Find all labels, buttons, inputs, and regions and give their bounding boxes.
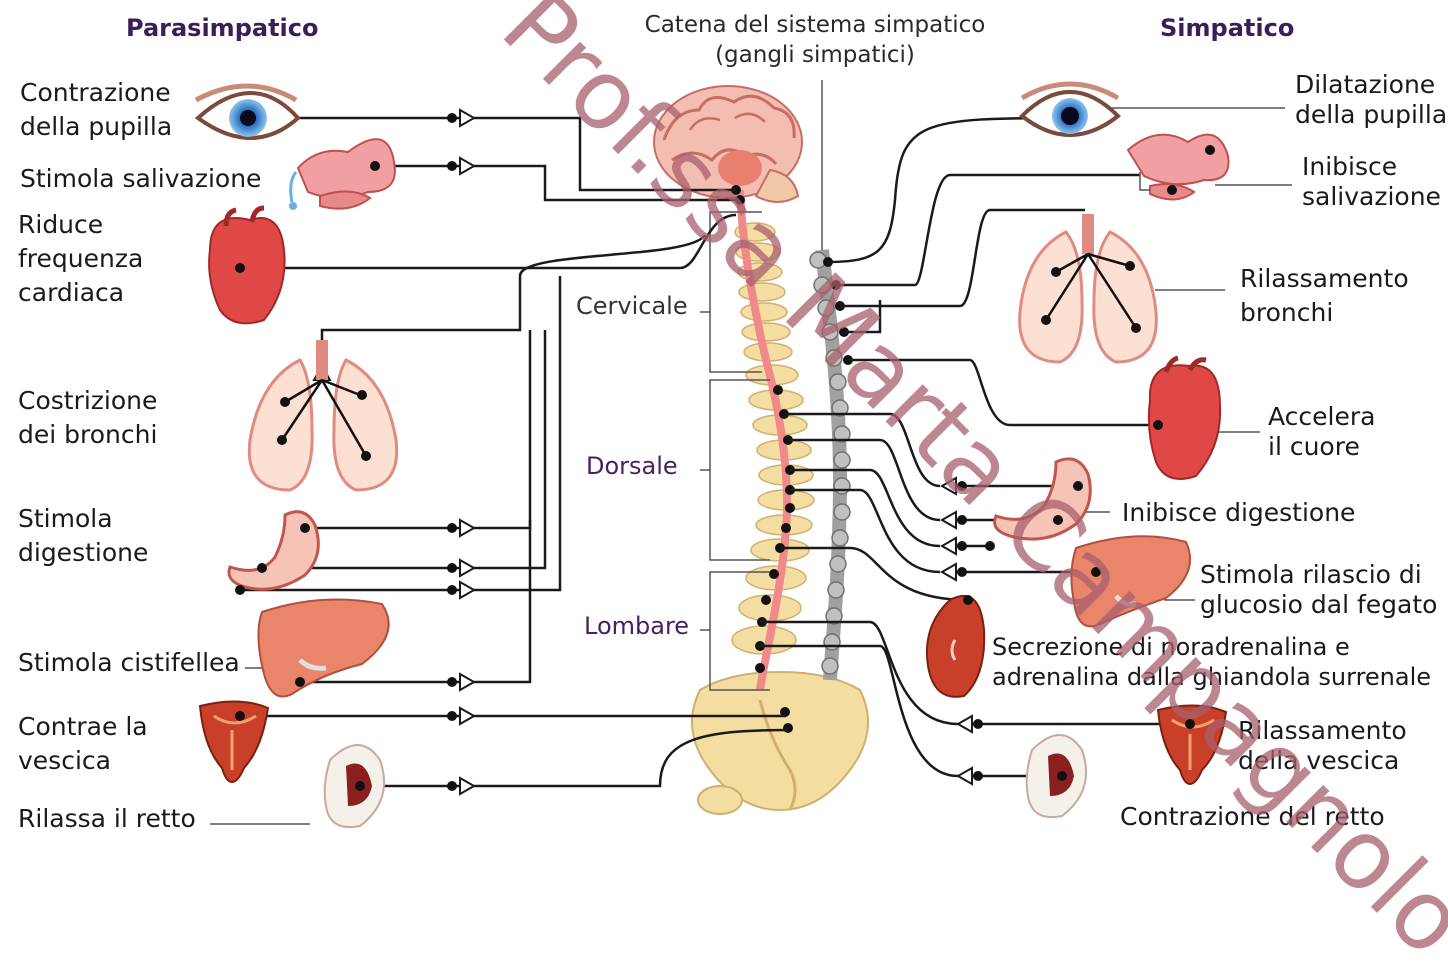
parasympathetic-header: Parasimpatico: [126, 14, 318, 42]
label-pupil-contraction: Contrazione della pupilla: [20, 76, 172, 144]
label-line: frequenza: [18, 242, 143, 276]
label-line: salivazione: [1302, 182, 1441, 212]
label-line: dei bronchi: [18, 418, 157, 452]
salivary-gland-icon-right: [1128, 135, 1229, 200]
label-line: della pupilla: [20, 110, 172, 144]
chain-title-line2: (gangli simpatici): [620, 40, 1010, 70]
label-line: Accelera: [1268, 402, 1375, 432]
eye-icon: [196, 86, 298, 138]
lungs-icon-right: [1020, 214, 1157, 362]
label-bronchi-constriction: Costrizione dei bronchi: [18, 384, 157, 452]
label-stimulate-digestion: Stimola digestione: [18, 502, 148, 570]
stomach-icon-right: [985, 459, 1090, 551]
chain-title-line1: Catena del sistema simpatico: [620, 10, 1010, 40]
label-contract-bladder: Contrae la vescica: [18, 710, 148, 778]
label-line: Costrizione: [18, 384, 157, 418]
bladder-icon-right: [1158, 705, 1226, 784]
label-adrenal-secretion: Secrezione di noradrenalina e adrenalina…: [992, 632, 1431, 692]
ganglion-chain: [810, 80, 853, 680]
region-lumbar: Lombare: [584, 612, 689, 640]
label-line: adrenalina dalla ghiandola surrenale: [992, 662, 1431, 692]
sympathetic-header: Simpatico: [1160, 14, 1294, 42]
label-line: Rilassamento: [1240, 262, 1409, 296]
label-line: cardiaca: [18, 276, 143, 310]
lungs-icon: [249, 340, 396, 490]
heart-icon-right: [1149, 358, 1220, 479]
label-line: Stimola: [18, 502, 148, 536]
bladder-icon: [200, 701, 268, 782]
label-line: glucosio dal fegato: [1200, 590, 1437, 620]
label-inhibit-digestion: Inibisce digestione: [1122, 496, 1355, 530]
adrenal-gland-icon: [927, 595, 984, 697]
label-line: Dilatazione: [1295, 70, 1447, 100]
liver-icon-right: [1071, 536, 1190, 626]
label-line: digestione: [18, 536, 148, 570]
region-cervical: Cervicale: [576, 292, 688, 320]
label-line: Rilassamento: [1238, 716, 1407, 746]
label-rectum-contraction: Contrazione del retto: [1120, 800, 1385, 834]
diagram-drawing: [0, 0, 1448, 833]
label-relax-rectum: Rilassa il retto: [18, 802, 196, 836]
brain-icon: [654, 86, 802, 202]
label-line: vescica: [18, 744, 148, 778]
label-line: Contrae la: [18, 710, 148, 744]
label-line: Secrezione di noradrenalina e: [992, 632, 1431, 662]
autonomic-nervous-system-diagram: Parasimpatico Simpatico Catena del siste…: [0, 0, 1448, 833]
label-line: Stimola rilascio di: [1200, 560, 1437, 590]
label-stimulate-gallbladder: Stimola cistifellea: [18, 646, 240, 680]
label-bladder-relaxation: Rilassamento della vescica: [1238, 716, 1407, 776]
heart-icon: [209, 208, 284, 323]
label-line: Riduce: [18, 208, 143, 242]
label-line: il cuore: [1268, 432, 1375, 462]
salivary-gland-icon: [289, 139, 395, 210]
label-stimulate-salivation: Stimola salivazione: [20, 162, 261, 196]
rectum-icon: [325, 745, 384, 827]
label-line: bronchi: [1240, 296, 1409, 330]
label-line: Contrazione: [20, 76, 172, 110]
label-accelerate-heart: Accelera il cuore: [1268, 402, 1375, 462]
region-dorsal: Dorsale: [586, 452, 678, 480]
label-bronchi-relaxation: Rilassamento bronchi: [1240, 262, 1409, 330]
ganglion-chain-title: Catena del sistema simpatico (gangli sim…: [620, 10, 1010, 70]
label-glucose-release: Stimola rilascio di glucosio dal fegato: [1200, 560, 1437, 620]
eye-icon-right: [1022, 84, 1118, 135]
label-line: della vescica: [1238, 746, 1407, 776]
rectum-icon-right: [1027, 735, 1086, 817]
label-line: della pupilla: [1295, 100, 1447, 130]
stomach-icon: [229, 512, 318, 595]
label-pupil-dilation: Dilatazione della pupilla: [1295, 70, 1447, 130]
label-reduce-heart-rate: Riduce frequenza cardiaca: [18, 208, 143, 310]
label-inhibit-salivation: Inibisce salivazione: [1302, 152, 1441, 212]
label-line: Inibisce: [1302, 152, 1441, 182]
